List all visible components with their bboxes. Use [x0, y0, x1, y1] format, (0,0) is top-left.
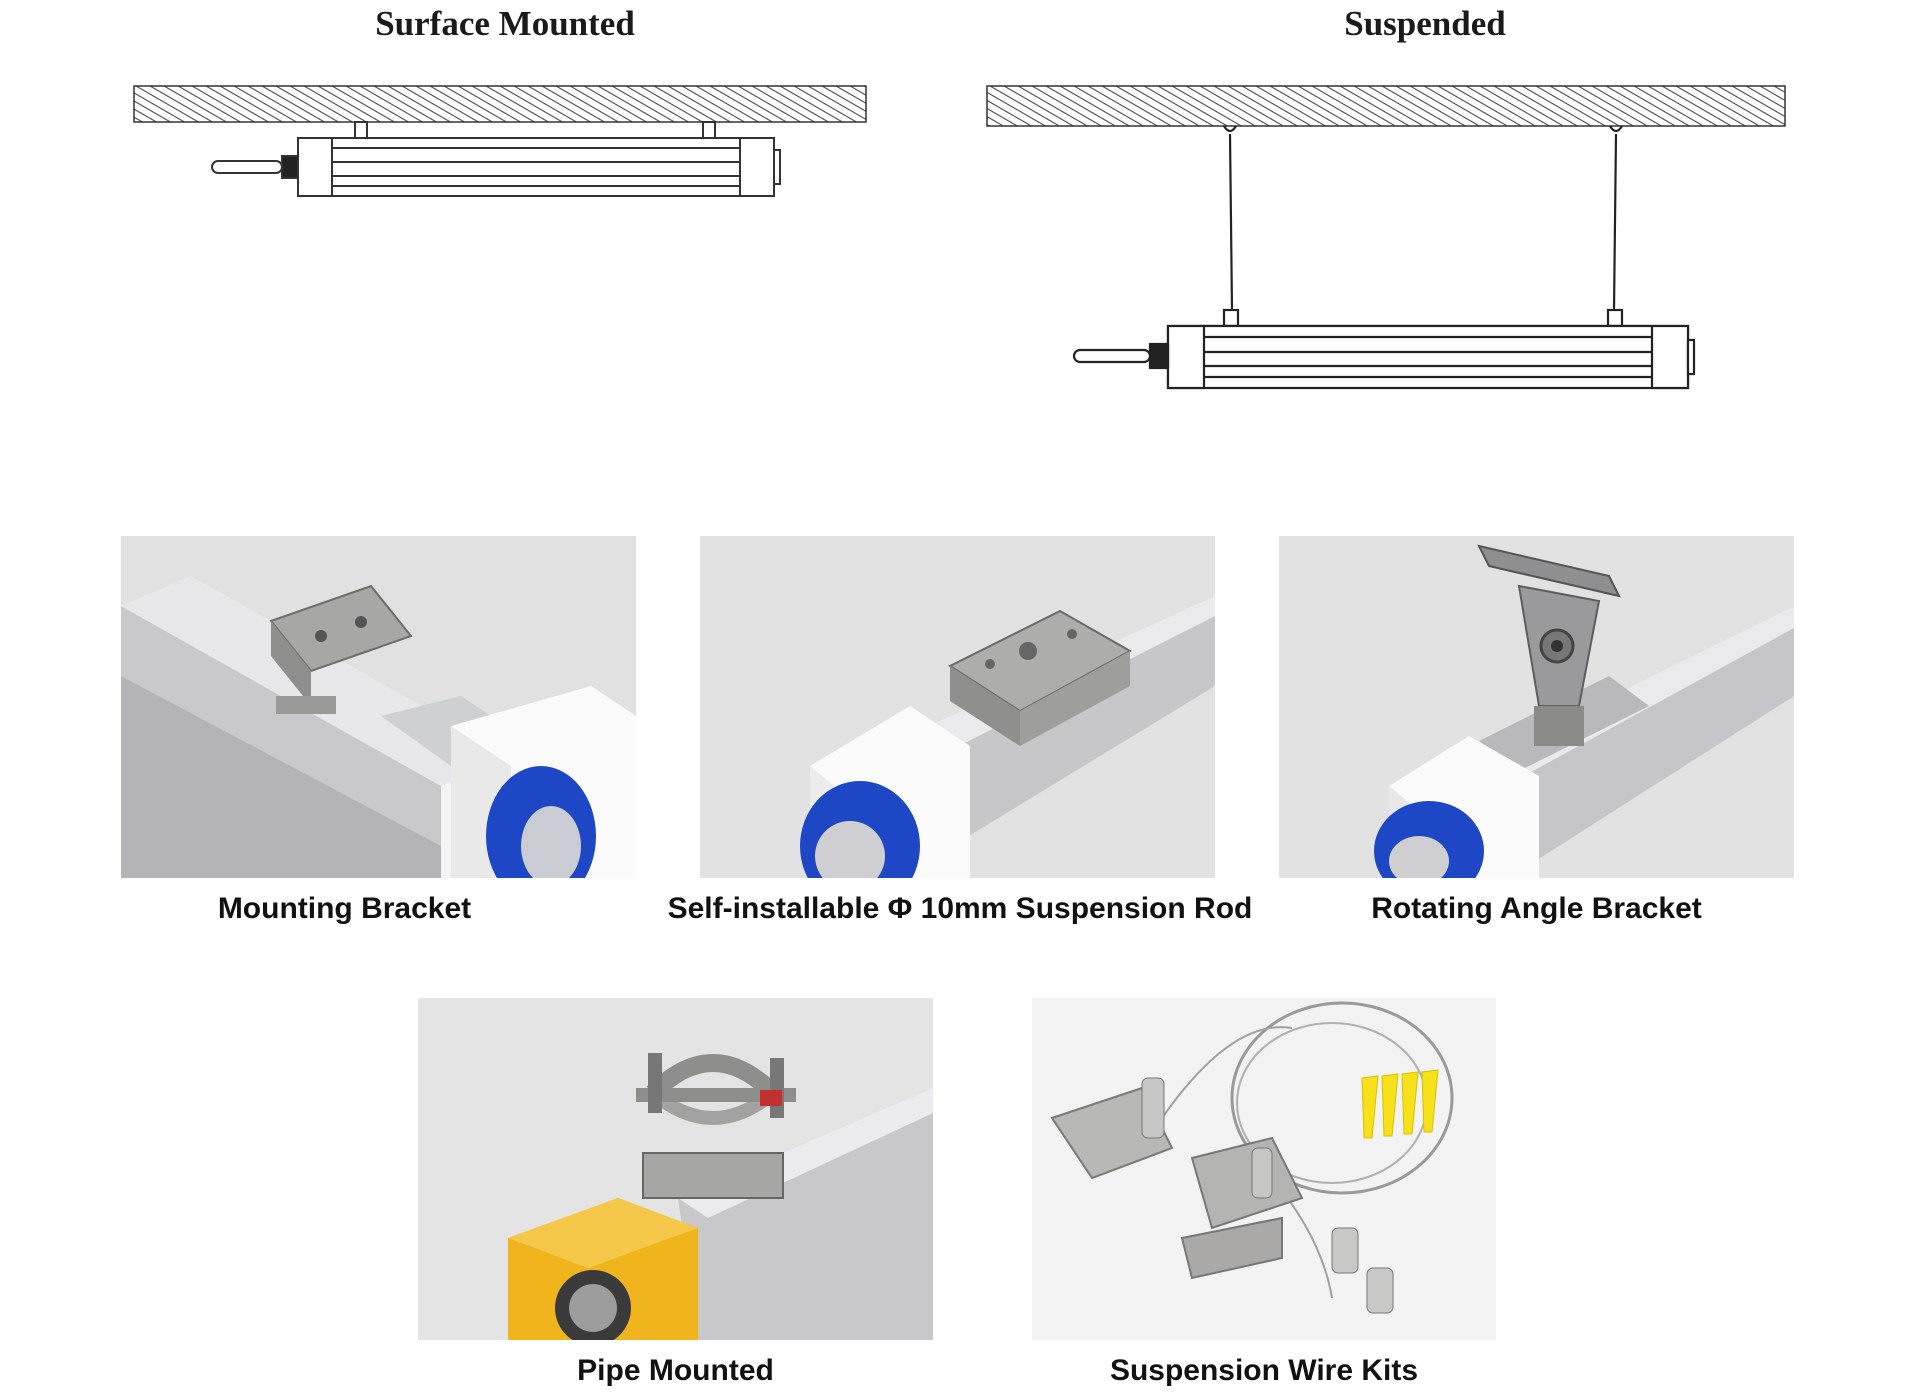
suspended-title: Suspended — [1344, 4, 1506, 43]
caption-suspension-rod: Self-installable Φ 10mm Suspension Rod — [667, 892, 1253, 925]
caption-suspension-wire-kits: Suspension Wire Kits — [1109, 1354, 1419, 1387]
suspension-rod-photo — [700, 536, 1215, 878]
surface-fixture — [211, 121, 781, 197]
suspended-ceiling — [986, 85, 1786, 127]
installation-drawings — [133, 85, 1786, 390]
suspension-wire-kits-photo — [1032, 998, 1496, 1340]
suspended-fixture — [1072, 125, 1696, 390]
surface-ceiling — [133, 85, 867, 123]
surface-mounted-title: Surface Mounted — [375, 4, 635, 43]
rotating-angle-bracket-photo — [1279, 536, 1794, 878]
mounting-bracket-photo — [121, 536, 636, 878]
caption-rotating-angle-bracket: Rotating Angle Bracket — [1371, 892, 1702, 925]
caption-mounting-bracket: Mounting Bracket — [217, 892, 472, 925]
caption-pipe-mounted: Pipe Mounted — [577, 1354, 774, 1387]
pipe-mounted-photo — [418, 998, 933, 1340]
